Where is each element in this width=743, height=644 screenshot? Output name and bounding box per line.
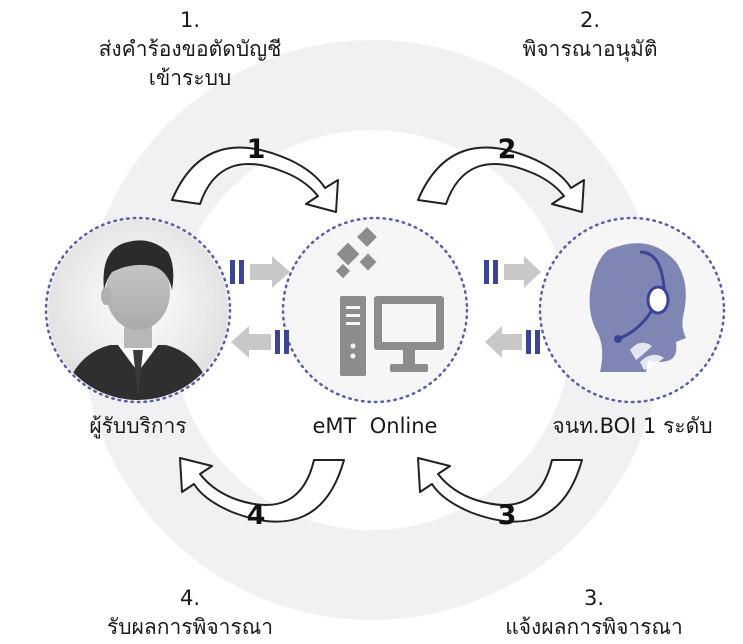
arrow-number-4: 4 bbox=[246, 500, 266, 531]
step-2-caption: 2. พิจารณาอนุมัติ bbox=[460, 6, 720, 64]
step-2-line1: พิจารณาอนุมัติ bbox=[522, 37, 658, 61]
back-arrow-officer-to-system bbox=[485, 326, 540, 358]
step-1-caption: 1. ส่งคำร้องขอตัดบัญชี เข้าระบบ bbox=[50, 6, 330, 93]
officer-label: จนท.BOI 1 ระดับ bbox=[552, 414, 713, 438]
system-label: eMT Online bbox=[312, 414, 438, 438]
curved-arrow-3 bbox=[417, 457, 583, 523]
step-3-number: 3. bbox=[583, 586, 605, 610]
step-3-line1: แจ้งผลการพิจารณา bbox=[505, 615, 683, 639]
curved-arrow-1 bbox=[171, 146, 339, 213]
user-avatar-icon bbox=[48, 220, 228, 400]
headset-operator-icon bbox=[589, 243, 686, 372]
step-4-number: 4. bbox=[179, 586, 201, 610]
step-2-number: 2. bbox=[579, 8, 601, 32]
arrow-number-2: 2 bbox=[497, 134, 517, 165]
user-label: ผู้รับบริการ bbox=[89, 414, 187, 438]
step-4-line1: รับผลการพิจารณา bbox=[106, 615, 274, 639]
step-1-line1: ส่งคำร้องขอตัดบัญชี bbox=[98, 37, 282, 61]
step-1-line2: เข้าระบบ bbox=[148, 66, 232, 90]
curved-arrow-2 bbox=[417, 146, 585, 213]
back-arrow-system-to-user bbox=[231, 326, 289, 358]
step-1-number: 1. bbox=[179, 8, 201, 32]
computer-icon bbox=[335, 227, 444, 376]
forward-arrow-system-to-officer bbox=[484, 256, 541, 288]
arrow-number-1: 1 bbox=[246, 134, 266, 165]
curved-arrow-4 bbox=[179, 457, 345, 523]
step-4-caption: 4. รับผลการพิจารณา bbox=[50, 584, 330, 642]
step-3-caption: 3. แจ้งผลการพิจารณา bbox=[454, 584, 734, 642]
arrow-number-3: 3 bbox=[497, 500, 517, 531]
forward-arrow-user-to-system bbox=[230, 256, 290, 288]
